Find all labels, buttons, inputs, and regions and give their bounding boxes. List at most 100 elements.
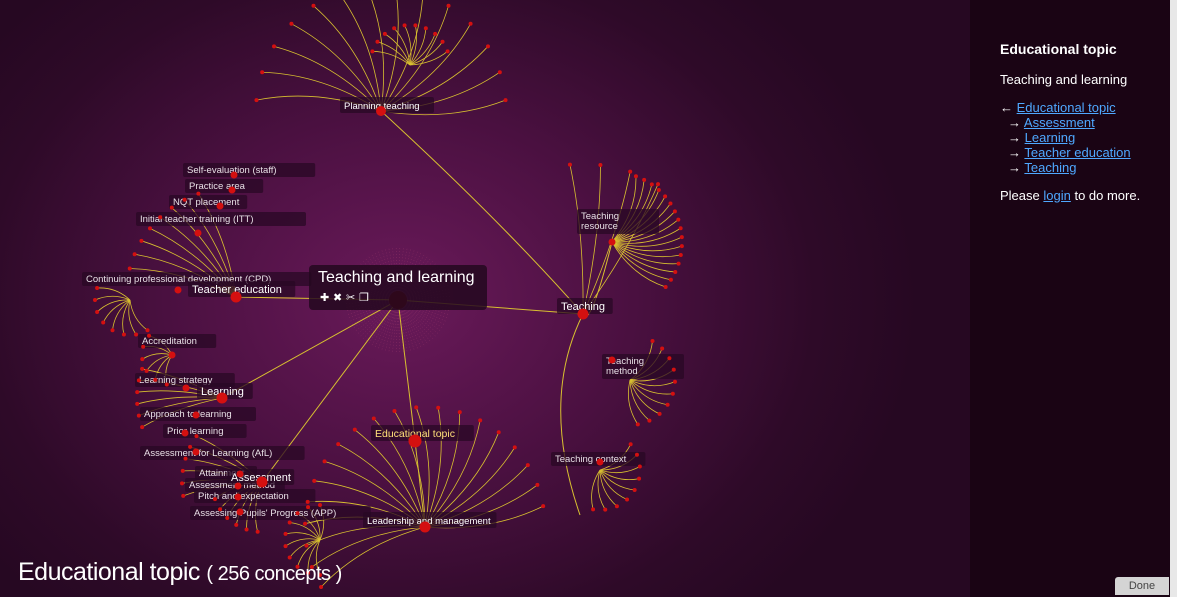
leadership-fan-leaf-node[interactable]	[478, 418, 483, 423]
resource-fan-leaf-node[interactable]	[676, 217, 681, 222]
leadership-fan-leaf-node[interactable]	[352, 427, 357, 432]
learning-fan-leaf-node[interactable]	[135, 390, 140, 395]
parent-link[interactable]: Educational topic	[1016, 100, 1116, 115]
resource-fan-leaf-node[interactable]	[656, 187, 661, 192]
method-fan-leaf-node[interactable]	[647, 418, 652, 423]
planning-top-fan-leaf-node[interactable]	[392, 26, 397, 31]
minor-node[interactable]	[174, 286, 182, 294]
minor-node[interactable]	[216, 202, 224, 210]
resource-fan-leaf-node[interactable]	[633, 174, 638, 179]
assessment-fan-leaf-node[interactable]	[194, 434, 199, 439]
context-fan-leaf-node[interactable]	[637, 464, 642, 469]
planning-fan-leaf-node[interactable]	[254, 98, 259, 103]
assessment-low-fan-leaf-node[interactable]	[234, 522, 239, 527]
leadership-fan-leaf-node[interactable]	[303, 521, 308, 526]
leadership-left-fan-leaf-node[interactable]	[306, 505, 311, 510]
context-fan-leaf-node[interactable]	[591, 507, 596, 512]
leadership-left-fan-leaf-node[interactable]	[287, 520, 292, 525]
node-educational-topic[interactable]	[408, 434, 422, 448]
learning-fan-leaf-node[interactable]	[136, 413, 141, 418]
leadership-fan-leaf-node[interactable]	[535, 482, 540, 487]
leadership-left-fan-leaf-node[interactable]	[318, 573, 322, 577]
planning-top-fan-leaf-node[interactable]	[440, 39, 445, 44]
teaching-upper-fan-leaf-node[interactable]	[567, 162, 572, 167]
leadership-left-fan-leaf-node[interactable]	[295, 511, 300, 516]
child-link-assessment[interactable]: Assessment	[1023, 115, 1095, 130]
minor-node[interactable]	[168, 351, 176, 359]
leadership-fan-leaf-node[interactable]	[496, 430, 501, 435]
planning-top-fan-leaf-node[interactable]	[413, 23, 418, 28]
assessment-fan-leaf-node[interactable]	[180, 481, 185, 486]
planning-top-fan-leaf-node[interactable]	[402, 23, 407, 28]
cpd-fan-leaf-node[interactable]	[145, 328, 150, 333]
cut-icon[interactable]: ✂	[346, 292, 359, 304]
teachered-fan-leaf-node[interactable]	[158, 215, 163, 220]
accred-fan-leaf-node[interactable]	[147, 333, 152, 338]
context-fan-leaf-node[interactable]	[634, 452, 639, 457]
leadership-fan-leaf-node[interactable]	[309, 565, 314, 570]
minor-node[interactable]	[194, 229, 202, 237]
minor-node[interactable]	[236, 508, 244, 516]
assessment-fan-leaf-node[interactable]	[183, 456, 188, 461]
resource-fan-leaf-node[interactable]	[676, 261, 681, 266]
resource-fan-leaf-node[interactable]	[663, 194, 668, 199]
node-planning-teaching[interactable]	[376, 106, 386, 116]
assessment-low-fan-leaf-node[interactable]	[255, 529, 260, 534]
minor-node[interactable]	[182, 384, 190, 392]
accred-fan-leaf-node[interactable]	[164, 382, 169, 387]
method-fan-leaf-node[interactable]	[672, 379, 677, 384]
resource-fan-leaf-node[interactable]	[679, 235, 684, 240]
teachered-fan-leaf-node[interactable]	[132, 252, 137, 257]
method-fan-leaf-node[interactable]	[660, 346, 665, 351]
child-link-teacher-education[interactable]: Teacher education	[1024, 145, 1131, 160]
node-assessment[interactable]	[256, 476, 268, 488]
accred-fan-leaf-node[interactable]	[140, 357, 145, 362]
minor-node[interactable]	[234, 482, 242, 490]
assessment-low-fan-leaf-node[interactable]	[218, 507, 223, 512]
leadership-fan-leaf-node[interactable]	[305, 499, 310, 504]
resource-fan-leaf-node[interactable]	[672, 209, 677, 214]
planning-fan-leaf-node[interactable]	[468, 21, 473, 26]
teachered-fan-leaf-node[interactable]	[139, 238, 144, 243]
teachered-fan-leaf-node[interactable]	[147, 226, 152, 231]
leadership-fan-leaf-node[interactable]	[312, 478, 317, 483]
learning-fan-leaf-node[interactable]	[135, 401, 140, 406]
planning-fan-leaf-node[interactable]	[272, 44, 277, 49]
context-fan-leaf-node[interactable]	[632, 488, 637, 492]
teachered-fan-leaf-node[interactable]	[196, 191, 201, 196]
leadership-left-fan-leaf-node[interactable]	[295, 564, 300, 569]
resource-fan-leaf-node[interactable]	[668, 201, 673, 206]
leadership-fan-leaf-node[interactable]	[541, 504, 546, 509]
planning-top-fan-leaf-node[interactable]	[370, 49, 375, 54]
accred-fan-leaf-node[interactable]	[144, 368, 149, 373]
planning-fan-leaf-node[interactable]	[497, 70, 502, 75]
leadership-fan-leaf-node[interactable]	[322, 459, 327, 464]
leadership-fan-leaf-node[interactable]	[457, 410, 462, 415]
minor-node[interactable]	[228, 186, 236, 194]
minor-node[interactable]	[608, 356, 616, 364]
focus-node-panel[interactable]: Teaching and learning ✚✖✂❐	[309, 265, 487, 310]
leadership-fan-leaf-node[interactable]	[319, 585, 324, 589]
accred-fan-leaf-node[interactable]	[153, 377, 158, 382]
login-link[interactable]: login	[1043, 188, 1071, 203]
method-fan-leaf-node[interactable]	[650, 339, 655, 344]
assessment-low-fan-leaf-node[interactable]	[225, 515, 230, 520]
leadership-left-fan-leaf-node[interactable]	[283, 544, 288, 549]
method-fan-leaf-node[interactable]	[635, 422, 640, 427]
learning-fan-leaf-node[interactable]	[140, 425, 145, 430]
teachered-fan-leaf-node[interactable]	[169, 205, 174, 210]
leadership-fan-leaf-node[interactable]	[525, 463, 530, 468]
leadership-fan-leaf-node[interactable]	[304, 543, 309, 548]
resource-fan-leaf-node[interactable]	[678, 252, 683, 257]
resource-fan-leaf-node[interactable]	[673, 269, 678, 274]
planning-top-fan-leaf-node[interactable]	[382, 31, 387, 36]
resource-fan-leaf-node[interactable]	[649, 182, 654, 187]
context-fan-leaf-node[interactable]	[628, 442, 633, 447]
done-button[interactable]: Done	[1115, 577, 1169, 595]
resource-fan-leaf-node[interactable]	[668, 277, 673, 282]
scrollbar[interactable]	[1170, 0, 1177, 597]
node-learning[interactable]	[216, 392, 228, 404]
leadership-fan-leaf-node[interactable]	[392, 408, 397, 413]
cpd-fan-leaf-node[interactable]	[93, 298, 97, 302]
